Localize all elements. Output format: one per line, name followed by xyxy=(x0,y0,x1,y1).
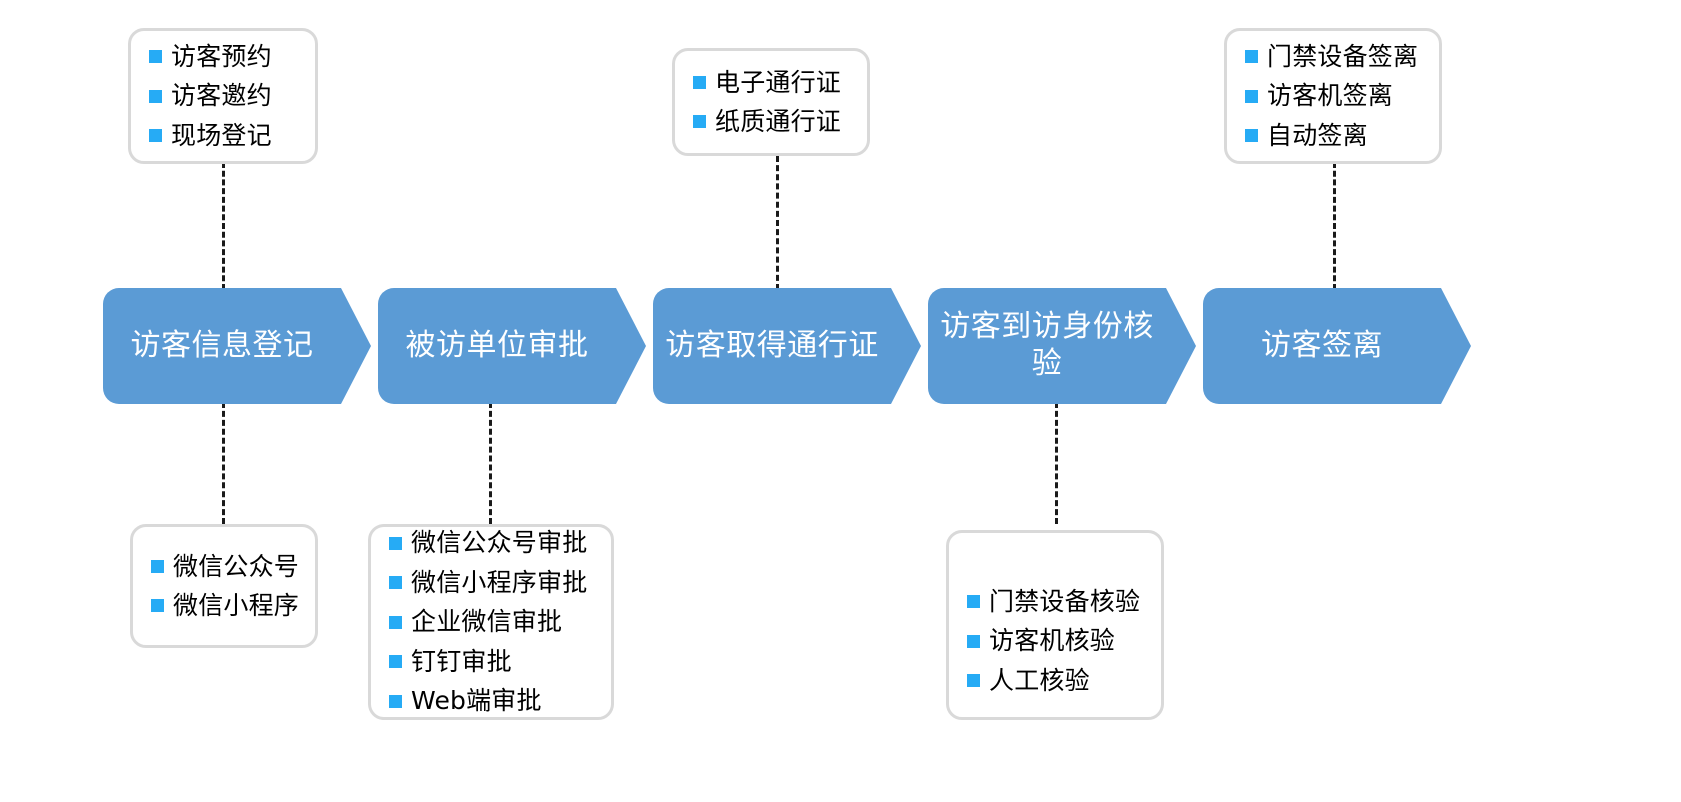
list-item: 人工核验 xyxy=(967,661,1143,701)
list-item: 访客预约 xyxy=(149,37,297,77)
bullet-square-icon xyxy=(1245,89,1258,103)
bullet-square-icon xyxy=(1245,129,1258,142)
list-item: 访客机签离 xyxy=(1245,76,1421,116)
callout-item-label: 现场登记 xyxy=(171,120,272,150)
bullet-square-icon xyxy=(151,559,164,573)
bullet-square-icon xyxy=(389,694,402,708)
process-step-4[interactable]: 访客到访身份核验 xyxy=(928,288,1196,404)
bullet-square-icon xyxy=(1245,50,1258,63)
callout-bottom-1-list: 微信公众号 微信小程序 xyxy=(133,547,315,626)
callout-item-label: 人工核验 xyxy=(989,665,1090,695)
callout-item-label: 访客预约 xyxy=(171,41,272,71)
callout-bottom-2-list: 微信公众号审批 微信小程序审批 企业微信审批 钉钉审批 Web端审批 xyxy=(371,523,611,721)
bullet-square-icon xyxy=(693,75,706,89)
callout-item-label: 访客机核验 xyxy=(989,626,1116,656)
list-item: Web端审批 xyxy=(389,681,593,721)
callout-bottom-4-list: 门禁设备核验 访客机核验 人工核验 xyxy=(949,550,1161,701)
list-item: 门禁设备签离 xyxy=(1245,37,1421,77)
process-step-5[interactable]: 访客签离 xyxy=(1203,288,1471,404)
bullet-square-icon xyxy=(389,615,402,629)
callout-item-label: 微信公众号审批 xyxy=(411,528,588,558)
list-item: 微信公众号 xyxy=(151,547,300,587)
callout-top-1-list: 访客预约 访客邀约 现场登记 xyxy=(131,37,315,156)
callout-item-label: 门禁设备核验 xyxy=(989,586,1141,616)
callout-item-label: 自动签离 xyxy=(1267,120,1368,150)
callout-item-label: 纸质通行证 xyxy=(715,107,842,136)
list-item: 企业微信审批 xyxy=(389,602,593,642)
callout-top-3[interactable]: 电子通行证 纸质通行证 xyxy=(672,48,870,156)
callout-bottom-4[interactable]: 门禁设备核验 访客机核验 人工核验 xyxy=(946,530,1164,720)
bullet-square-icon xyxy=(967,634,980,648)
bullet-square-icon xyxy=(149,129,162,142)
list-item: 现场登记 xyxy=(149,116,297,156)
bullet-square-icon xyxy=(389,655,402,668)
process-step-1[interactable]: 访客信息登记 xyxy=(103,288,371,404)
connector-step5-top xyxy=(1333,162,1336,290)
connector-step3-top xyxy=(776,156,779,290)
list-item: 自动签离 xyxy=(1245,116,1421,156)
callout-bottom-2[interactable]: 微信公众号审批 微信小程序审批 企业微信审批 钉钉审批 Web端审批 xyxy=(368,524,614,720)
callout-item-label: 微信小程序审批 xyxy=(411,567,588,597)
callout-top-5[interactable]: 门禁设备签离 访客机签离 自动签离 xyxy=(1224,28,1442,164)
connector-step1-top xyxy=(222,162,225,290)
callout-top-1[interactable]: 访客预约 访客邀约 现场登记 xyxy=(128,28,318,164)
callout-item-label: Web端审批 xyxy=(411,686,542,716)
list-item: 微信小程序 xyxy=(151,586,300,626)
connector-step2-bottom xyxy=(489,402,492,524)
callout-item-label: 电子通行证 xyxy=(715,67,842,97)
list-item: 访客机核验 xyxy=(967,621,1143,661)
list-item: 纸质通行证 xyxy=(693,102,849,142)
process-step-3[interactable]: 访客取得通行证 xyxy=(653,288,921,404)
list-item: 微信公众号审批 xyxy=(389,523,593,563)
connector-step1-bottom xyxy=(222,402,225,524)
bullet-square-icon xyxy=(693,115,706,129)
bullet-square-icon xyxy=(389,536,402,550)
callout-item-label: 钉钉审批 xyxy=(411,646,512,676)
bullet-square-icon xyxy=(967,674,980,687)
callout-top-5-list: 门禁设备签离 访客机签离 自动签离 xyxy=(1227,37,1439,156)
callout-bottom-1[interactable]: 微信公众号 微信小程序 xyxy=(130,524,318,648)
list-item: 电子通行证 xyxy=(693,63,849,103)
list-item: 微信小程序审批 xyxy=(389,563,593,603)
list-item: 访客邀约 xyxy=(149,76,297,116)
callout-item-label: 访客机签离 xyxy=(1267,81,1394,111)
list-item: 门禁设备核验 xyxy=(967,582,1143,622)
callout-item-label: 微信小程序 xyxy=(173,591,300,620)
callout-item-label: 访客邀约 xyxy=(171,81,272,111)
bullet-square-icon xyxy=(967,595,980,608)
bullet-square-icon xyxy=(149,50,162,63)
connector-step4-bottom xyxy=(1055,402,1058,524)
bullet-square-icon xyxy=(149,89,162,103)
callout-item-label: 微信公众号 xyxy=(173,551,300,581)
callout-top-3-list: 电子通行证 纸质通行证 xyxy=(675,63,867,142)
process-step-2[interactable]: 被访单位审批 xyxy=(378,288,646,404)
bullet-square-icon xyxy=(389,576,402,589)
bullet-square-icon xyxy=(151,599,164,613)
list-item: 钉钉审批 xyxy=(389,642,593,682)
callout-item-label: 门禁设备签离 xyxy=(1267,41,1419,71)
callout-item-label: 企业微信审批 xyxy=(411,607,563,637)
